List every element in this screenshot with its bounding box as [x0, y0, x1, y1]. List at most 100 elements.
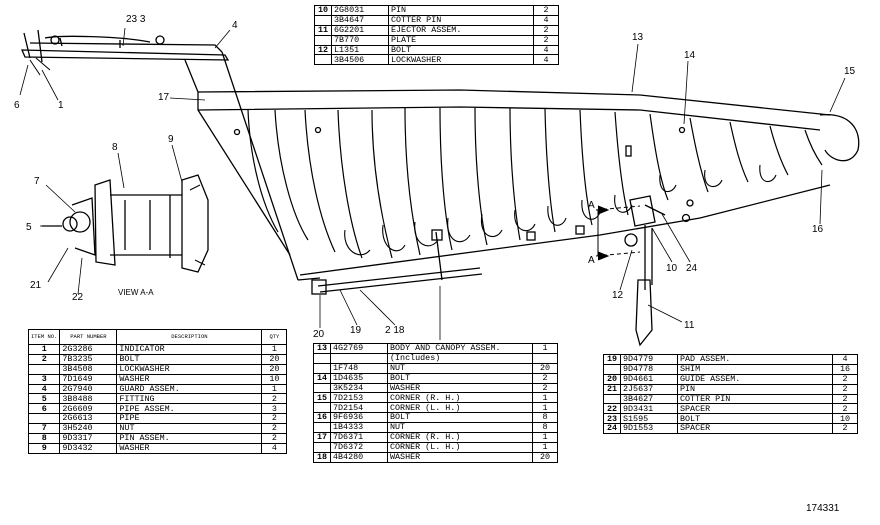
description: GUARD ASSEM. — [116, 383, 263, 395]
header-item: ITEM NO. — [27, 329, 61, 345]
leader-lines — [19, 27, 846, 340]
part-number: 3B4647 — [331, 14, 389, 26]
header-desc: DESCRIPTION — [116, 329, 263, 345]
quantity: 2 — [832, 383, 858, 395]
description: PAD ASSEM. — [677, 354, 833, 365]
description: GUIDE ASSEM. — [677, 373, 833, 385]
description: CORNER (L. H.) — [387, 441, 533, 453]
view-a-a — [42, 174, 209, 273]
description: LOCKWASHER — [388, 54, 534, 66]
part-number: 2G6613 — [59, 413, 118, 425]
part-number: 7D6371 — [330, 432, 388, 443]
part-number: 9F6936 — [330, 412, 388, 424]
part-number: 3B8488 — [59, 393, 118, 405]
quantity: 8 — [532, 412, 558, 424]
item-number: 6 — [27, 403, 61, 415]
description: SPACER — [677, 403, 833, 415]
part-number: 9D3432 — [59, 442, 118, 454]
item-number: 14 — [313, 372, 331, 384]
drawing-number: 174331 — [806, 503, 840, 514]
item-number — [603, 363, 621, 375]
part-number: 7D6372 — [330, 441, 388, 453]
item-number — [313, 402, 331, 414]
description: BODY AND CANOPY ASSEM. — [387, 343, 533, 354]
description: INDICATOR — [116, 344, 263, 355]
description: PIN — [677, 383, 833, 395]
item-number: 2 — [27, 353, 61, 365]
callout-11: 11 — [684, 320, 695, 331]
quantity: 1 — [532, 441, 558, 453]
part-number: 7D1649 — [59, 373, 118, 385]
quantity: 3 — [261, 403, 288, 415]
table-row: (Includes) — [313, 352, 558, 364]
part-number: 4G2769 — [330, 343, 388, 354]
quantity: 4 — [832, 354, 858, 365]
part-number: 7B3235 — [59, 353, 118, 365]
description: EJECTOR ASSEM. — [388, 24, 534, 36]
callout-7: 7 — [34, 176, 40, 187]
callout-18: 2 18 — [385, 325, 405, 336]
quantity: 1 — [532, 392, 558, 404]
quantity: 10 — [261, 373, 288, 385]
callout-a-bottom: A — [588, 255, 595, 266]
part-number: 2J5637 — [620, 383, 678, 395]
quantity: 20 — [261, 353, 288, 365]
quantity: 4 — [261, 442, 288, 454]
part-number: 1B4333 — [330, 422, 388, 434]
item-number — [313, 382, 331, 394]
quantity: 10 — [832, 413, 858, 425]
part-number: 3B4627 — [620, 393, 678, 405]
item-number — [314, 14, 332, 26]
item-number: 24 — [603, 423, 621, 435]
description: BOLT — [388, 44, 534, 56]
part-number: 3B4508 — [59, 363, 118, 375]
description: NUT — [116, 423, 263, 435]
section-markers — [595, 205, 641, 261]
part-number: 9D4661 — [620, 373, 678, 385]
callout-1: 1 — [58, 100, 64, 111]
item-number: 11 — [314, 24, 332, 36]
description: WASHER — [387, 382, 533, 394]
part-number: 7D2154 — [330, 402, 388, 414]
callout-21: 21 — [30, 280, 42, 291]
quantity: 4 — [533, 54, 559, 66]
part-number: 3K5234 — [330, 382, 388, 394]
part-number: 9D1553 — [620, 423, 678, 435]
callout-24: 24 — [686, 263, 698, 274]
callout-12: 12 — [612, 290, 624, 301]
callout-20: 20 — [313, 329, 325, 340]
quantity: 2 — [832, 373, 858, 385]
item-number: 22 — [603, 403, 621, 415]
description: PIN — [388, 5, 534, 16]
item-number: 16 — [313, 412, 331, 424]
callout-4: 4 — [232, 20, 238, 31]
quantity: 2 — [261, 413, 288, 425]
callout-9: 9 — [168, 134, 174, 145]
description: SHIM — [677, 363, 833, 375]
